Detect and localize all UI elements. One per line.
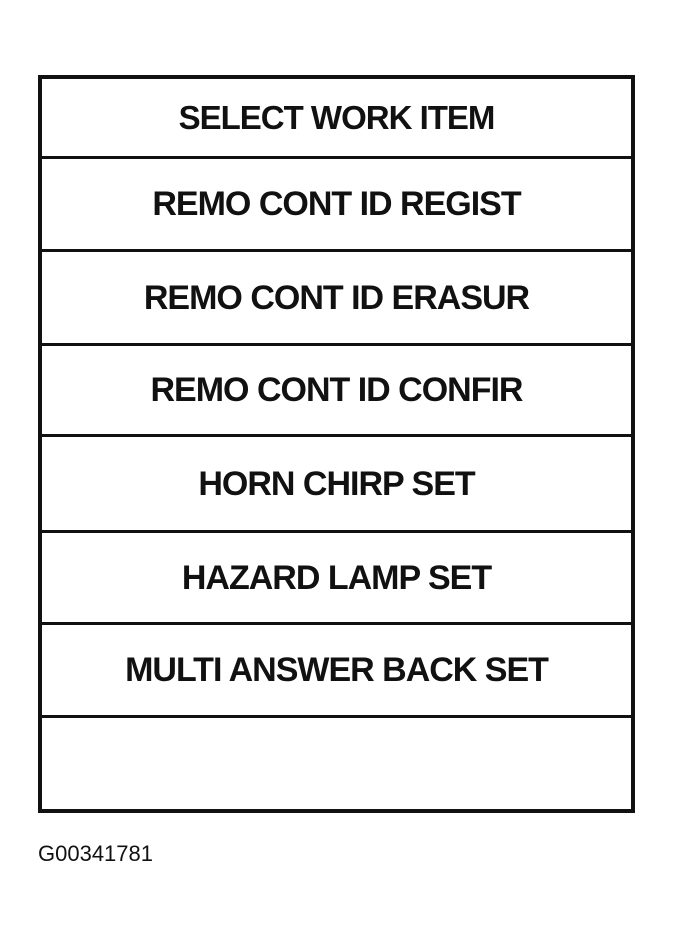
menu-title: SELECT WORK ITEM [42,79,631,159]
menu-item-remo-cont-id-erasur[interactable]: REMO CONT ID ERASUR [42,252,631,346]
menu-item-remo-cont-id-regist[interactable]: REMO CONT ID REGIST [42,159,631,252]
menu-item-hazard-lamp-set[interactable]: HAZARD LAMP SET [42,533,631,625]
work-item-menu-screen: SELECT WORK ITEM REMO CONT ID REGIST REM… [38,75,635,813]
menu-item-multi-answer-back-set[interactable]: MULTI ANSWER BACK SET [42,625,631,718]
menu-item-empty [42,718,631,809]
figure-id-label: G00341781 [38,841,153,866]
menu-item-horn-chirp-set[interactable]: HORN CHIRP SET [42,437,631,533]
menu-item-remo-cont-id-confir[interactable]: REMO CONT ID CONFIR [42,346,631,437]
